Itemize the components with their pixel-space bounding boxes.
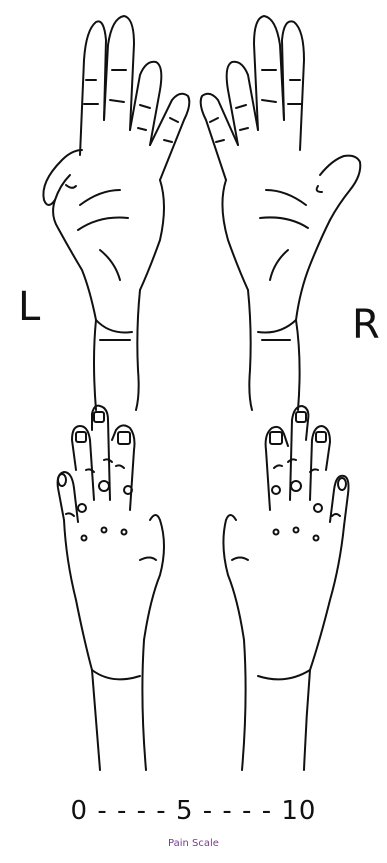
right-palm-hand bbox=[201, 16, 361, 410]
right-side-label: R bbox=[352, 305, 380, 345]
left-side-label: L bbox=[18, 287, 40, 327]
scale-min: 0 bbox=[71, 796, 89, 826]
scale-max: 10 bbox=[281, 796, 316, 826]
scale-mid: 5 bbox=[176, 796, 194, 826]
left-palm-hand bbox=[43, 16, 189, 410]
scale-separator-1: - - - - bbox=[97, 796, 166, 826]
scale-separator-2: - - - - bbox=[203, 796, 272, 826]
pain-scale-title: Pain Scale bbox=[0, 838, 387, 849]
left-back-hand bbox=[58, 406, 164, 770]
pain-scale-row: 0 - - - - 5 - - - - 10 bbox=[0, 796, 387, 826]
right-back-hand bbox=[223, 406, 348, 770]
